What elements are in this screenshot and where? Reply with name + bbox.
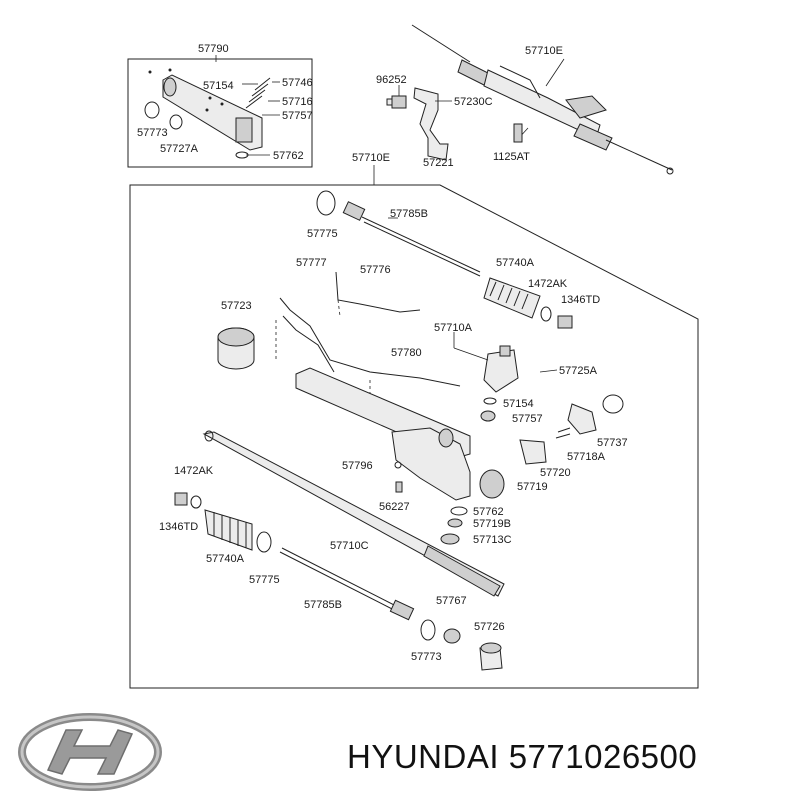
- label-57776: 57776: [360, 264, 391, 276]
- label-57723: 57723: [221, 300, 252, 312]
- label-57154-inset: 57154: [203, 80, 234, 92]
- label-1472AK-top: 1472AK: [528, 278, 568, 290]
- label-57710C: 57710C: [330, 540, 369, 552]
- label-57790: 57790: [198, 43, 229, 55]
- label-57719B: 57719B: [473, 518, 511, 530]
- label-57710E-main: 57710E: [352, 152, 390, 164]
- label-57710A: 57710A: [434, 322, 473, 334]
- rack-bar-57710C: [202, 430, 505, 597]
- lower-tie-rod: [279, 547, 415, 621]
- lower-small-parts: [440, 506, 468, 545]
- bushing-57723: [217, 327, 255, 370]
- label-57785B-bot: 57785B: [304, 599, 342, 611]
- inset-leaders: [242, 81, 280, 156]
- main-frame: [129, 184, 699, 689]
- label-96252: 96252: [376, 74, 407, 86]
- label-57785B-top: 57785B: [390, 208, 428, 220]
- label-57725A: 57725A: [559, 365, 598, 377]
- label-1125AT: 1125AT: [493, 151, 530, 163]
- label-57221: 57221: [423, 157, 454, 169]
- bottom-parts: [420, 619, 503, 671]
- label-57762-inset: 57762: [273, 150, 304, 162]
- rack-housing: [295, 367, 505, 501]
- right-side-parts: [519, 394, 624, 465]
- label-57720: 57720: [540, 467, 571, 479]
- label-57777: 57777: [296, 257, 327, 269]
- label-57767: 57767: [436, 595, 467, 607]
- assembled-rack-view: [411, 24, 674, 175]
- label-56227: 56227: [379, 501, 410, 513]
- label-57796: 57796: [342, 460, 373, 472]
- label-1346TD-top: 1346TD: [561, 294, 600, 306]
- label-57740A-left: 57740A: [206, 553, 245, 565]
- label-57727A: 57727A: [160, 143, 199, 155]
- label-57773-inset: 57773: [137, 127, 168, 139]
- label-57757-main: 57757: [512, 413, 543, 425]
- label-57757-inset: 57757: [282, 110, 313, 122]
- upper-tie-rod: [316, 190, 481, 277]
- valve-housing-57710A: [453, 332, 519, 393]
- label-57780: 57780: [391, 347, 422, 359]
- label-57746: 57746: [282, 77, 313, 89]
- left-boot: [174, 492, 272, 553]
- label-57740A-top: 57740A: [496, 257, 535, 269]
- part-number: 5771026500: [508, 738, 698, 775]
- inset-box: [127, 58, 313, 168]
- upper-boot: [483, 277, 573, 329]
- label-1472AK-left: 1472AK: [174, 465, 214, 477]
- label-57726: 57726: [474, 621, 505, 633]
- label-57713C: 57713C: [473, 534, 512, 546]
- hyundai-logo: [18, 713, 162, 791]
- inset-gear-housing: [144, 68, 271, 159]
- feed-lines: [275, 271, 461, 405]
- label-57154-main: 57154: [503, 398, 534, 410]
- label-57737: 57737: [597, 437, 628, 449]
- label-57762-main: 57762: [473, 506, 504, 518]
- brand-name: HYUNDAI: [347, 738, 500, 775]
- label-57230C: 57230C: [454, 96, 493, 108]
- label-57716: 57716: [282, 96, 313, 108]
- bracket-57230C: [413, 87, 452, 161]
- label-57719: 57719: [517, 481, 548, 493]
- label-57710E-top: 57710E: [525, 45, 563, 57]
- bushing-96252: [386, 85, 407, 109]
- label-57775-top: 57775: [307, 228, 338, 240]
- label-57718A: 57718A: [567, 451, 606, 463]
- label-57775-left: 57775: [249, 574, 280, 586]
- label-57773-main: 57773: [411, 651, 442, 663]
- label-1346TD-left: 1346TD: [159, 521, 198, 533]
- part-title: HYUNDAI 5771026500: [347, 738, 697, 776]
